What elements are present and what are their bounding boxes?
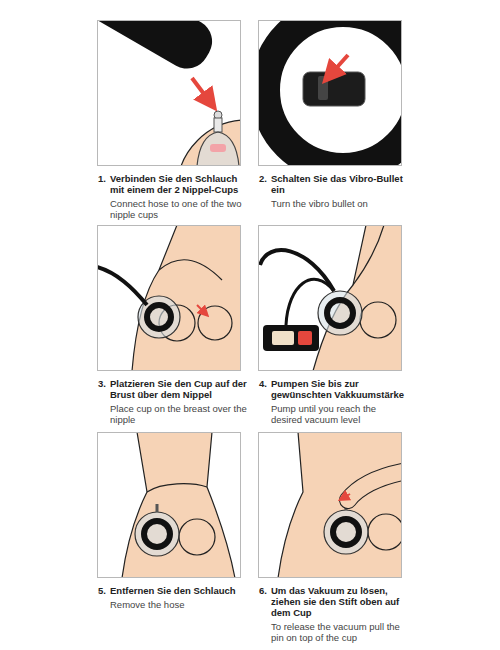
nipple-cup — [318, 291, 362, 335]
step-number: 3. — [98, 378, 106, 389]
cup-ring — [327, 300, 353, 326]
torso — [132, 225, 241, 371]
nipple-cup — [135, 512, 179, 556]
german-instruction: Pumpen Sie bis zur gewünschten Vakkuumst… — [271, 378, 409, 400]
english-instruction: Connect hose to one of the two nipple cu… — [110, 198, 248, 220]
hose — [260, 250, 334, 291]
torso — [122, 432, 235, 578]
german-instruction: Entfernen Sie den Schlauch — [110, 585, 248, 596]
vibro-bullet — [303, 72, 365, 106]
step-3-art — [97, 225, 241, 371]
step-2-art — [265, 20, 402, 166]
english-instruction: Remove the hose — [110, 599, 248, 610]
hose — [97, 267, 147, 305]
step-number: 4. — [259, 378, 267, 389]
red-arrow — [343, 494, 350, 498]
german-instruction: Um das Vakuum zu lösen, ziehen sie den S… — [271, 585, 409, 618]
bullet-button — [318, 76, 328, 100]
red-arrow — [330, 55, 348, 75]
step-panel: 6.Um das Vakuum zu lösen, ziehen sie den… — [258, 432, 402, 578]
german-instruction: Schalten Sie das Vibro-Bullet ein — [271, 173, 409, 195]
step-panel: 3.Platzieren Sie den Cup auf der Brust ü… — [97, 225, 241, 371]
pump-gauge — [272, 331, 294, 345]
body-shape — [360, 302, 396, 338]
cup-pin — [156, 504, 159, 512]
step-number: 2. — [259, 173, 267, 184]
arm-line — [353, 225, 384, 285]
device-ring — [265, 20, 402, 166]
step-caption: 1. Verbinden Sie den Schlauch mit einem d… — [98, 173, 248, 220]
pump-hose-end — [97, 20, 220, 77]
cup-ring — [144, 521, 170, 547]
english-instruction: Pump until you reach the desired vacuum … — [271, 403, 409, 425]
step-caption: 2. Schalten Sie das Vibro-Bullet einTurn … — [259, 173, 409, 209]
step-number: 6. — [259, 585, 267, 596]
body-shape — [179, 519, 215, 555]
step-caption: 5. Entfernen Sie den SchlauchRemove the h… — [98, 585, 248, 610]
nipple-cup — [324, 510, 368, 554]
step-1-art — [97, 20, 241, 166]
nipple-cup — [197, 132, 239, 166]
red-arrow — [197, 305, 205, 313]
german-instruction: Platzieren Sie den Cup auf der Brust übe… — [110, 378, 248, 400]
step-number: 5. — [98, 585, 106, 596]
arm-outline — [348, 472, 402, 500]
cup-ring — [147, 305, 171, 329]
red-arrow — [192, 78, 210, 102]
step-number: 1. — [98, 173, 106, 184]
step-6-art — [278, 432, 402, 578]
torso — [278, 432, 402, 578]
cup-ring — [210, 144, 226, 152]
step-4-art — [260, 225, 402, 371]
step-panel: 1.Verbinden Sie den Schlauch mit einem d… — [97, 20, 241, 166]
step-caption: 4. Pumpen Sie bis zur gewünschten Vakkuum… — [259, 378, 409, 425]
torso — [313, 225, 402, 371]
hose — [286, 279, 334, 325]
german-instruction: Verbinden Sie den Schlauch mit einem der… — [110, 173, 248, 195]
step-panel: 4.Pumpen Sie bis zur gewünschten Vakkuum… — [258, 225, 402, 371]
english-instruction: To release the vacuum pull the pin on to… — [271, 621, 409, 643]
step-caption: 3. Platzieren Sie den Cup auf der Brust ü… — [98, 378, 248, 425]
step-caption: 6. Um das Vakuum zu lösen, ziehen sie den… — [259, 585, 409, 643]
pump-trigger — [298, 331, 312, 345]
hand-pump — [263, 325, 319, 351]
step-panel: 2.Schalten Sie das Vibro-Bullet einTurn … — [258, 20, 402, 166]
arm — [348, 472, 402, 500]
cup-valve — [214, 118, 222, 132]
english-instruction: Turn the vibro bullet on — [271, 198, 409, 209]
step-5-art — [122, 432, 235, 578]
english-instruction: Place cup on the breast over the nipple — [110, 403, 248, 425]
arm-line — [147, 484, 207, 492]
cup-ring — [333, 519, 359, 545]
body-shape — [177, 120, 241, 166]
body-shape — [368, 514, 402, 550]
step-panel: 5.Entfernen Sie den SchlauchRemove the h… — [97, 432, 241, 578]
body-shape — [198, 306, 232, 340]
arm-line — [159, 260, 222, 280]
